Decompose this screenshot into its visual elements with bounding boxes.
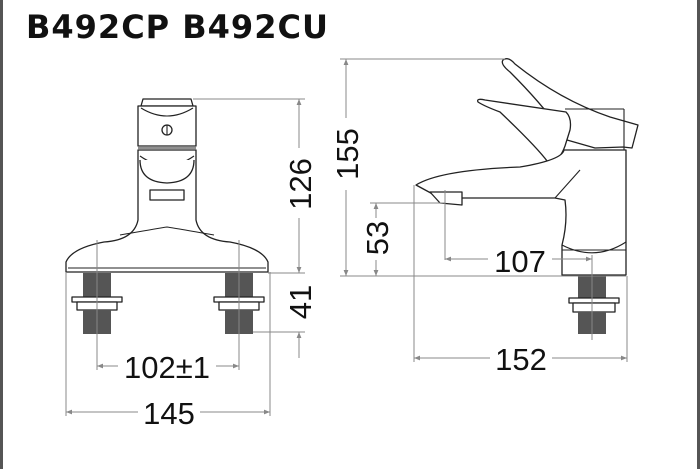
dimension-reach-107: 107 xyxy=(444,190,592,279)
frame-left-border xyxy=(0,0,3,469)
dimension-height-155: 155 xyxy=(330,58,626,277)
dimension-center-102: 102±1 xyxy=(97,348,239,385)
dimension-tail-41: 41 xyxy=(253,285,318,358)
dimension-length-152: 152 xyxy=(413,185,628,377)
dimension-width-145: 145 xyxy=(65,272,271,431)
lever-handle xyxy=(477,58,639,166)
handle-cap xyxy=(137,98,197,149)
dim-label-41: 41 xyxy=(283,285,318,319)
dim-label-152: 152 xyxy=(495,342,547,377)
dimension-height-126: 126 xyxy=(193,98,318,274)
frame-right-border xyxy=(697,0,700,469)
dim-label-155: 155 xyxy=(330,128,365,180)
dim-label-145: 145 xyxy=(143,396,195,431)
model-title: B492CP B492CU xyxy=(26,8,329,46)
dim-label-107: 107 xyxy=(494,244,546,279)
left-tail-pipe xyxy=(71,240,123,370)
dim-label-102: 102±1 xyxy=(124,350,210,385)
faucet-body-side xyxy=(415,149,627,276)
dimension-spout-53: 53 xyxy=(360,202,445,276)
right-tail-pipe xyxy=(213,240,265,370)
faucet-body-front xyxy=(65,149,269,273)
side-tail-pipe xyxy=(568,255,620,340)
dim-label-53: 53 xyxy=(360,221,395,255)
front-view: 126 41 102±1 145 xyxy=(65,98,318,431)
dim-label-126: 126 xyxy=(283,158,318,210)
side-view: 155 53 107 152 xyxy=(330,58,639,377)
